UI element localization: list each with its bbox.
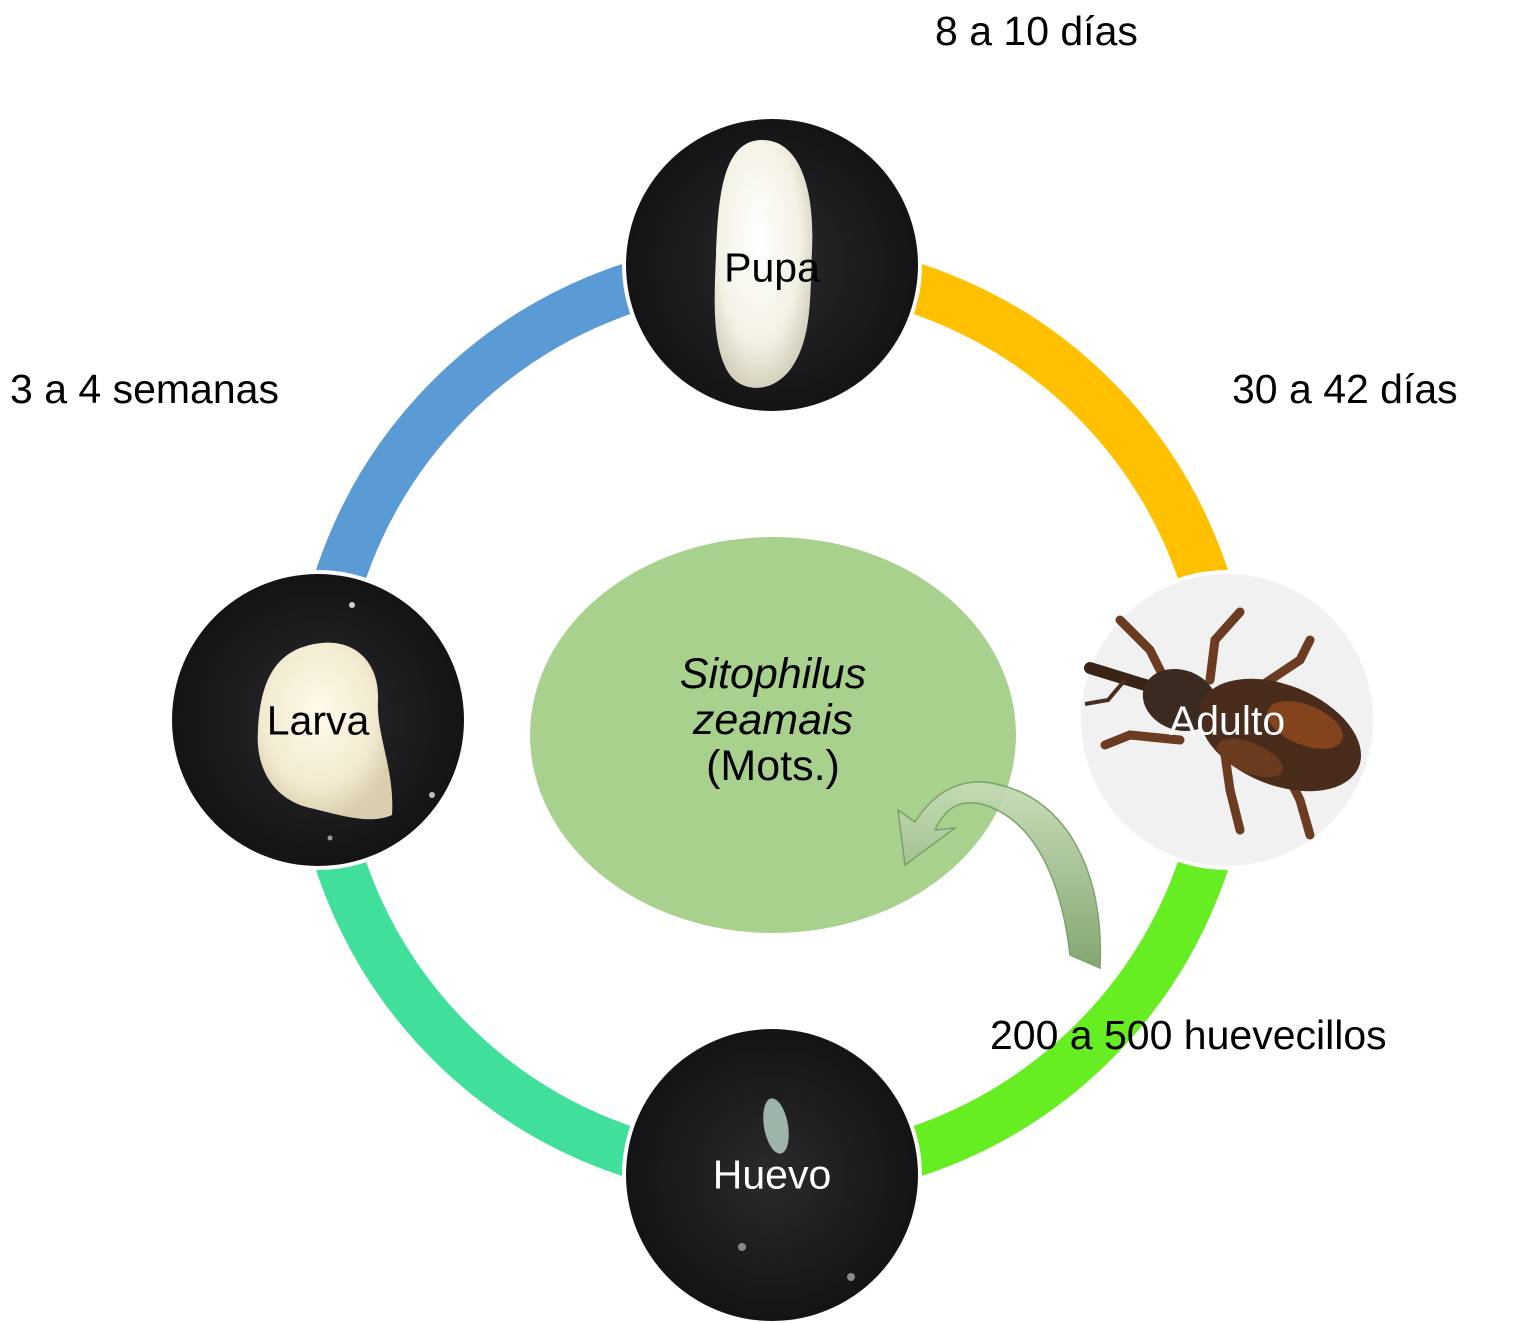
curved-arrow: [897, 781, 1102, 970]
stage-label-huevo: Huevo: [712, 1151, 832, 1198]
duration-pupa: 8 a 10 días: [935, 8, 1138, 54]
pupa-node: [622, 115, 922, 415]
weevil-image: [1084, 607, 1362, 840]
adulto-node: [1077, 570, 1377, 870]
pupa-image: [714, 139, 813, 388]
duration-adulto: 30 a 42 días: [1232, 366, 1458, 412]
stage-label-pupa: Pupa: [724, 244, 820, 291]
egg-image: [763, 1098, 789, 1154]
egg-count: 200 a 500 huevecillos: [990, 1012, 1387, 1058]
duration-larva: 3 a 4 semanas: [10, 366, 279, 412]
species-epithet: zeamais: [692, 696, 854, 744]
species-authority: (Mots.): [706, 742, 840, 790]
larva-image: [257, 642, 393, 820]
stage-label-adulto: Adulto: [1168, 697, 1286, 744]
center-circle: [530, 537, 1016, 933]
huevo-node: [622, 1025, 922, 1323]
stage-label-larva: Larva: [266, 697, 370, 744]
larva-node: [168, 570, 468, 870]
species-genus: Sitophilus: [679, 650, 867, 698]
species-name: Sitophilus zeamais (Mots.): [680, 651, 866, 789]
